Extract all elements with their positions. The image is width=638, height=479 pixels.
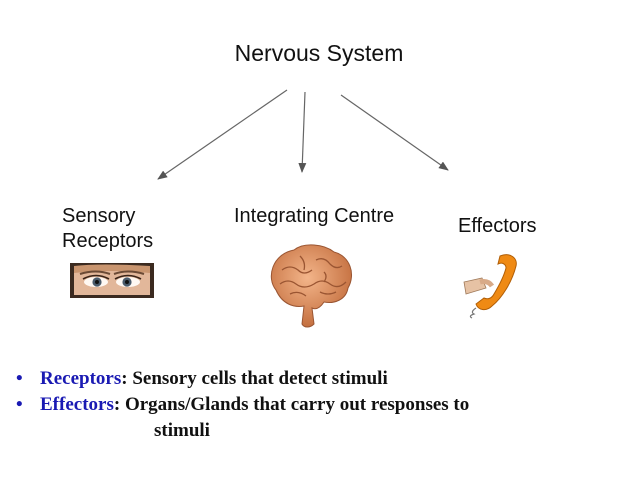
term-receptors: Receptors (40, 368, 122, 389)
bullet-list: • Receptors: Sensory cells that detect s… (16, 366, 631, 444)
arrow-to-sensory (157, 89, 288, 180)
definition-effectors-continuation: stimuli (154, 420, 210, 441)
definition-receptors: Sensory cells that detect stimuli (127, 368, 388, 389)
term-effectors: Effectors (40, 394, 114, 415)
bullet-colon: : (121, 368, 128, 389)
bullet-receptors: • Receptors: Sensory cells that detect s… (16, 366, 631, 392)
bullet-marker: • (16, 368, 23, 389)
node-effectors: Effectors (458, 215, 537, 237)
diagram-title: Nervous System (234, 40, 404, 66)
node-sensory-receptors: Sensory Receptors (62, 204, 153, 254)
node-sensory-line1: Sensory (62, 205, 136, 227)
definition-effectors: Organs/Glands that carry out responses t… (120, 394, 470, 415)
node-integrating-centre: Integrating Centre (234, 205, 395, 227)
bullet-colon: : (113, 394, 121, 415)
arrow-to-integrating (298, 91, 307, 173)
node-sensory-line2: Receptors (62, 230, 154, 252)
telephone-handset-image (463, 254, 517, 319)
arrow-to-effectors (340, 94, 449, 171)
bullet-marker: • (16, 394, 23, 415)
brain-image (271, 244, 352, 328)
eyes-photo (70, 263, 154, 298)
bullet-effectors: • Effectors: Organs/Glands that carry ou… (16, 392, 631, 418)
